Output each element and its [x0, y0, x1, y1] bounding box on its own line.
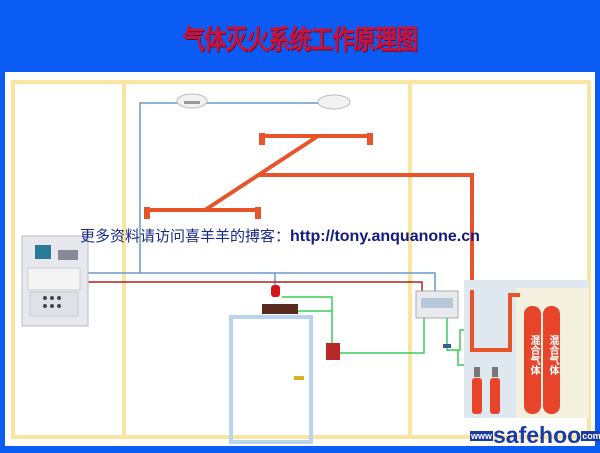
manual-release-button[interactable]: [326, 343, 340, 360]
cylinder-bank: [464, 280, 589, 418]
smoke-detector-icon: [176, 93, 208, 109]
fire-control-panel-icon: [21, 235, 89, 327]
logo-www: www: [470, 431, 494, 442]
gas-release-sign-icon: [262, 304, 298, 314]
detector-signal-wire: [88, 102, 436, 292]
note-url[interactable]: http://tony.anquanone.cn: [290, 228, 480, 245]
note-prefix: 更多资料请访问喜羊羊的搏客：: [80, 227, 291, 245]
safehoo-logo: wwwsafehoocom: [470, 424, 600, 447]
door: [229, 315, 313, 444]
nozzle-icons: [144, 133, 373, 219]
release-control-module-icon: [415, 290, 459, 319]
door-handle-icon: [294, 376, 304, 380]
logo-com: com: [581, 431, 600, 442]
heat-detector-icon: [317, 94, 351, 110]
cylinder-label: 混合气体: [547, 335, 558, 375]
power-wire: [88, 281, 423, 292]
agent-pipe-network: [147, 134, 474, 290]
pressure-switch-icon: [443, 344, 451, 348]
room-frame: [11, 80, 591, 439]
alarm-strobe-icon: [271, 285, 280, 297]
resource-note: 更多资料请访问喜羊羊的搏客：http://tony.anquanone.cn: [80, 225, 480, 246]
diagram-title: 气体灭火系统工作原理图: [182, 25, 418, 56]
cylinder-label: 混合气体: [528, 335, 539, 375]
logo-main: safehoo: [493, 422, 582, 448]
